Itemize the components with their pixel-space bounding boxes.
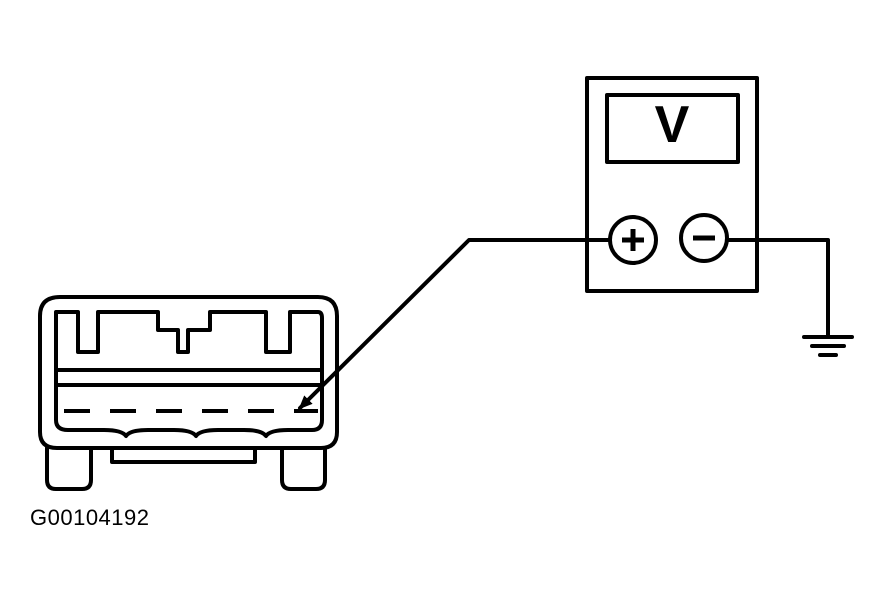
connector-icon: [38, 295, 339, 491]
ground-symbol-icon: [802, 335, 854, 357]
connector-outer-shell: [38, 295, 339, 450]
figure-id-label: G00104192: [30, 505, 150, 530]
negative-lead-wire: [725, 238, 830, 339]
voltmeter-body: [585, 76, 759, 293]
voltmeter-display-text: V: [655, 96, 690, 154]
voltmeter-icon: V: [585, 76, 759, 293]
connector-inner-cavity: [54, 310, 324, 438]
connector-center-latch: [110, 446, 257, 464]
voltmeter-display: [605, 93, 740, 164]
connector-left-foot: [45, 446, 93, 491]
positive-lead-wire: [298, 238, 612, 410]
connector-right-foot: [280, 446, 327, 491]
